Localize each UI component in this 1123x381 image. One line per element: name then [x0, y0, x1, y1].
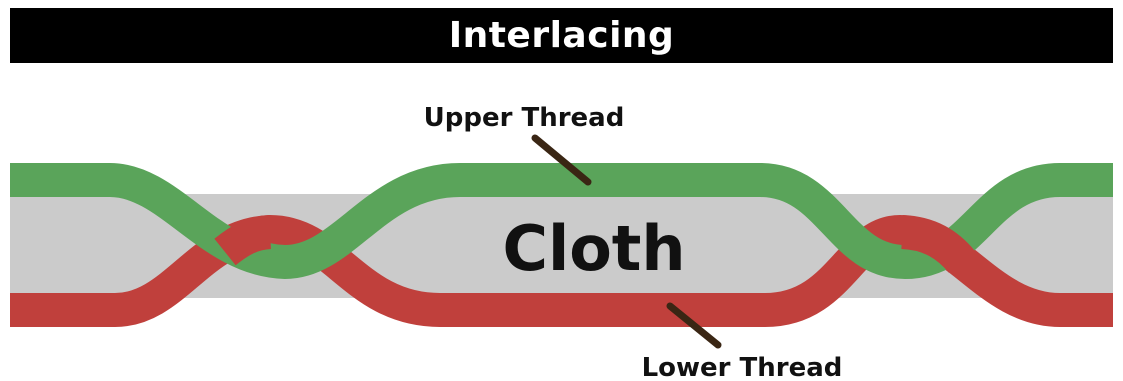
lower-thread-crossing-right	[900, 215, 976, 274]
page-title: Interlacing	[448, 14, 675, 56]
lower-thread-leader	[666, 302, 722, 349]
title-bar: Interlacing	[10, 8, 1113, 63]
cloth-label: Cloth	[502, 212, 685, 285]
lower-thread-crossing-left	[214, 215, 272, 266]
upper-thread-label: Upper Thread	[424, 103, 625, 133]
lower-thread-label: Lower Thread	[642, 353, 843, 381]
upper-thread-leader	[531, 134, 592, 186]
